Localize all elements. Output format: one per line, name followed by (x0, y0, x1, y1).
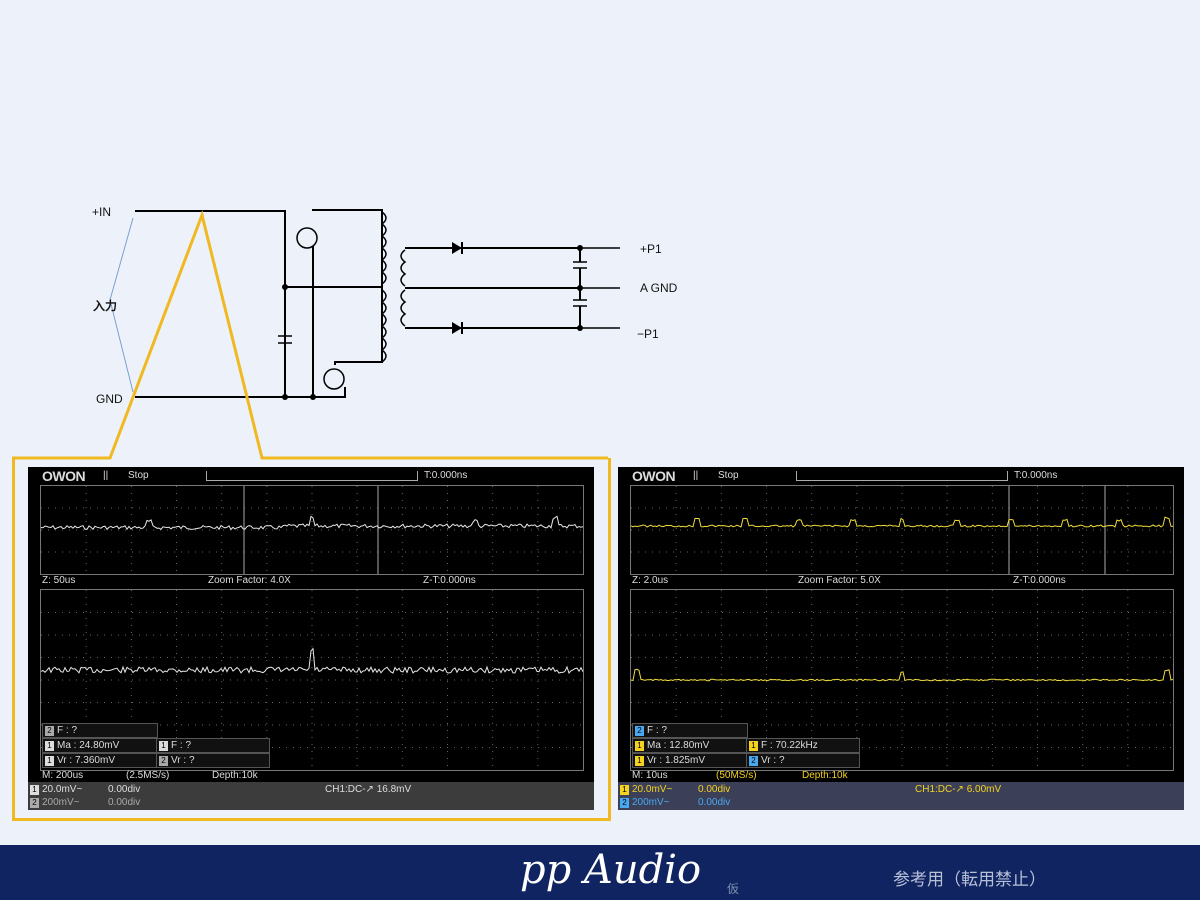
zoom-trigger-time: Z-T:0.000ns (423, 575, 476, 586)
run-state: Stop (128, 470, 149, 481)
brand-logo: pp Audio (520, 847, 702, 893)
circuit-diagram (12, 209, 620, 460)
run-state: Stop (718, 470, 739, 481)
ch1-offset: 0.00div (108, 784, 141, 795)
draft-tag: 仮 (727, 882, 740, 896)
ch2-offset: 0.00div (698, 797, 731, 808)
trigger-info: CH1:DC-↗ 16.8mV (325, 784, 412, 795)
ch1-offset: 0.00div (698, 784, 731, 795)
memory-position-bar (796, 471, 1008, 481)
trigger-time: T:0.000ns (1014, 470, 1058, 481)
zoom-trace (630, 486, 1174, 574)
memory-depth: Depth:10k (212, 770, 258, 781)
brand-logo: OWON (42, 468, 86, 484)
footer-bar: pp Audio 仮 参考用（転用禁止） (0, 845, 1200, 900)
trigger-time: T:0.000ns (424, 470, 468, 481)
notice-text: 参考用（転用禁止） (893, 870, 1046, 889)
label-minus-p1: −P1 (637, 327, 659, 341)
brand-logo: OWON (632, 468, 676, 484)
zoom-timebase: Z: 50us (42, 575, 76, 586)
zoom-timebase: Z: 2.0us (632, 575, 669, 586)
memory-position-bar (206, 471, 418, 481)
label-plus-in: +IN (92, 205, 112, 219)
zoom-factor: Zoom Factor: 4.0X (208, 575, 291, 586)
zoom-factor: Zoom Factor: 5.0X (798, 575, 881, 586)
run-state-icon: || (103, 470, 109, 481)
label-agnd: A GND (640, 281, 678, 295)
sample-rate: (50MS/s) (716, 770, 757, 781)
zoom-trigger-time: Z-T:0.000ns (1013, 575, 1066, 586)
sample-rate: (2.5MS/s) (126, 770, 170, 781)
label-gnd: GND (96, 392, 123, 406)
main-screen (40, 589, 584, 771)
zoom-window-screen (40, 485, 584, 575)
highlight-frame (12, 458, 611, 821)
label-input: 入力 (93, 299, 118, 313)
oscilloscope-screenshot: OWON || Stop T:0.000ns Z: 2.0us Zoom Fac… (618, 467, 1184, 810)
timebase: M: 10us (632, 770, 668, 781)
main-trace (40, 590, 584, 770)
ch2-offset: 0.00div (108, 797, 141, 808)
zoom-trace (40, 486, 584, 574)
timebase: M: 200us (42, 770, 84, 781)
memory-depth: Depth:10k (802, 770, 848, 781)
run-state-icon: || (693, 470, 699, 481)
main-trace (630, 590, 1174, 770)
oscilloscope-screenshot: OWON || Stop T:0.000ns Z: 50us Zoom Fact… (28, 467, 594, 810)
main-screen (630, 589, 1174, 771)
trigger-info: CH1:DC-↗ 6.00mV (915, 784, 1002, 795)
label-plus-p1: +P1 (640, 242, 662, 256)
zoom-window-screen (630, 485, 1174, 575)
